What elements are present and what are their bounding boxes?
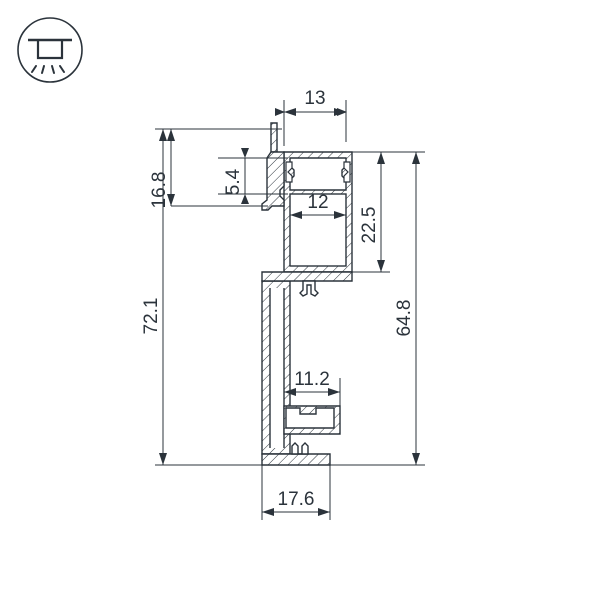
dim-label-11-2: 11.2 xyxy=(294,369,330,390)
right-lens-groove xyxy=(343,161,351,183)
top-channel-opening xyxy=(289,193,347,267)
bottom-snap-clip xyxy=(291,442,309,455)
dimension-layer xyxy=(155,100,425,520)
left-mounting-lip xyxy=(261,151,285,211)
top-channel-cavity xyxy=(289,157,347,191)
dim-label-12: 12 xyxy=(307,192,328,213)
dim-label-72-1: 72.1 xyxy=(141,298,162,335)
left-lens-groove xyxy=(285,161,293,183)
middle-snap-clip xyxy=(299,280,319,297)
dim-label-13: 13 xyxy=(304,88,325,109)
dimension-arrowheads xyxy=(159,108,420,516)
dim-label-5-4: 5.4 xyxy=(223,168,244,195)
bottom-flange xyxy=(261,453,331,466)
light-rays xyxy=(31,65,65,74)
dim-label-64-8: 64.8 xyxy=(394,300,415,337)
profile-cross-section xyxy=(261,122,353,466)
extension-lines xyxy=(155,100,425,520)
web-wall-inner xyxy=(270,288,284,448)
light-housing xyxy=(36,40,64,60)
ceiling-mount-light-icon xyxy=(17,17,83,83)
upper-fin xyxy=(270,122,278,153)
dim-label-16-8: 16.8 xyxy=(149,172,170,209)
dim-label-17-6: 17.6 xyxy=(278,489,315,510)
upper-horizontal-bar xyxy=(261,271,353,282)
dim-label-22-5: 22.5 xyxy=(359,207,380,244)
lower-slot-cavity xyxy=(285,407,335,429)
